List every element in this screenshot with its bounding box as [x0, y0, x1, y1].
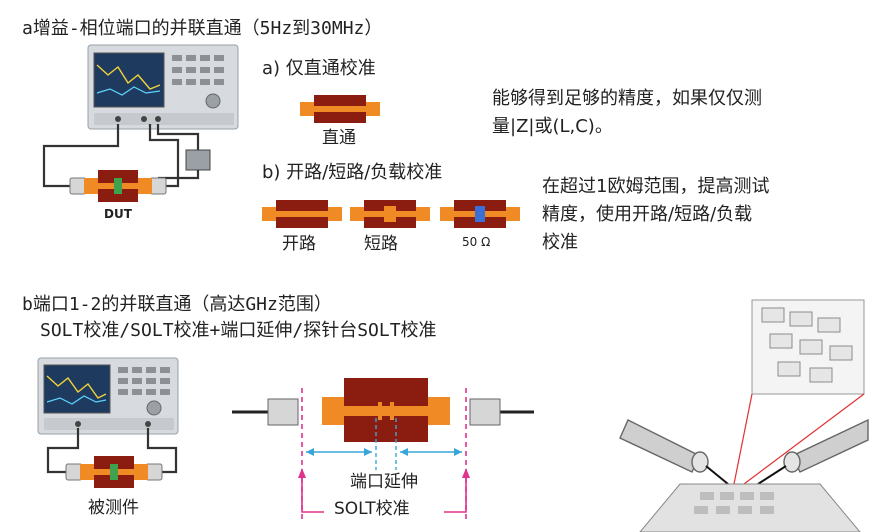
network-analyzer-b	[37, 357, 179, 438]
analyzer-b-graphic	[37, 357, 179, 435]
analyzer-a-graphic	[87, 44, 239, 130]
step-a-title: a) 仅直通校准	[262, 58, 376, 79]
dut-fixture-a	[69, 170, 167, 202]
thru-label: 直通	[322, 128, 356, 148]
load-fixture	[440, 200, 520, 228]
dut-fixture-b	[65, 456, 163, 488]
open-label: 开路	[282, 234, 316, 254]
port-extension-label: 端口延伸	[350, 472, 418, 492]
load-label: 50 Ω	[462, 235, 491, 249]
short-label: 短路	[364, 234, 398, 254]
open-fixture	[262, 200, 342, 228]
solt-label: SOLT校准	[334, 499, 410, 519]
thru-fixture	[300, 95, 380, 123]
desc-b-line2: 精度，使用开路/短路/负载	[542, 204, 753, 225]
desc-a-line2: 量|Z|或(L,C)。	[492, 116, 613, 137]
section-a-title: a增益-相位端口的并联直通（5Hz到30MHz）	[22, 18, 383, 39]
step-b-title: b) 开路/短路/负载校准	[262, 162, 443, 183]
section-b-title-line1: b端口1-2的并联直通（高达GHz范围）	[22, 294, 332, 315]
desc-b-line3: 校准	[542, 232, 578, 253]
dut-label-b: 被测件	[88, 498, 139, 518]
desc-a-line1: 能够得到足够的精度，如果仅仅测	[492, 88, 762, 109]
network-analyzer-a	[87, 44, 239, 133]
desc-b-line1: 在超过1欧姆范围，提高测试	[542, 176, 770, 197]
section-b-title-line2: SOLT校准/SOLT校准+端口延伸/探针台SOLT校准	[40, 320, 437, 341]
short-fixture	[350, 200, 430, 228]
dut-label: DUT	[104, 207, 132, 221]
